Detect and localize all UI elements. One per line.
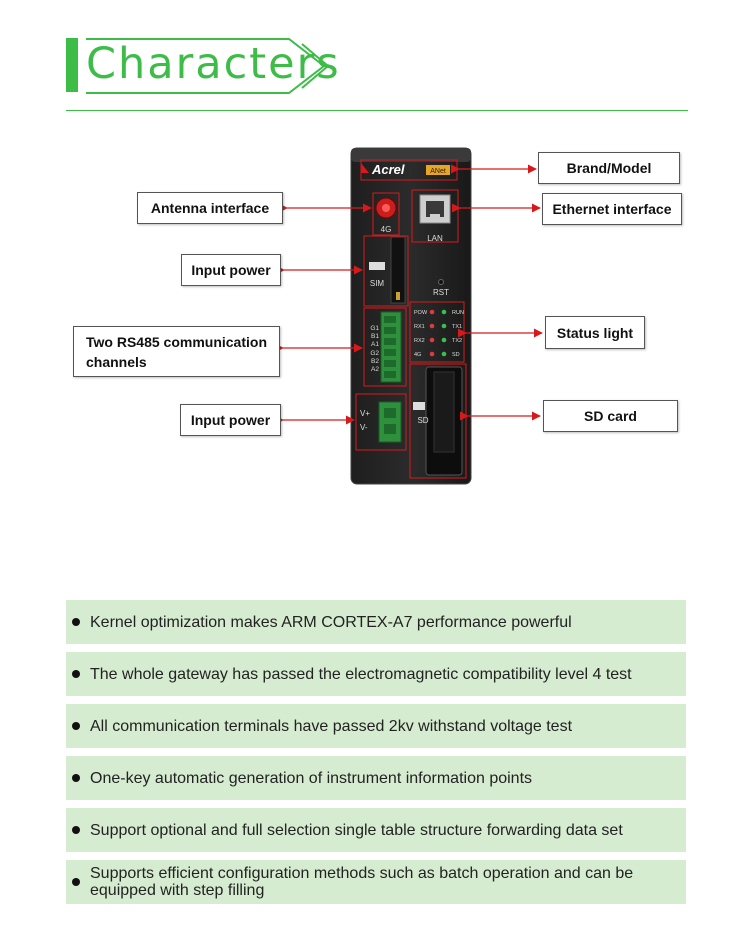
model-badge: [426, 165, 450, 175]
bullet-icon: [72, 878, 80, 886]
callout-antenna-interface: Antenna interface: [137, 192, 283, 224]
header-divider: [66, 110, 688, 111]
feature-text: The whole gateway has passed the electro…: [90, 665, 632, 683]
rs485-pin-label: A2: [371, 366, 379, 373]
feature-text: Supports efficient configuration methods…: [90, 865, 634, 899]
feature-text: All communication terminals have passed …: [90, 717, 573, 735]
feature-item: All communication terminals have passed …: [66, 704, 686, 748]
callout-rs485-channels: Two RS485 communication channels: [73, 326, 280, 377]
bullet-icon: [72, 670, 80, 678]
device-brand: Acrel: [371, 162, 405, 177]
reset-button-icon: [438, 279, 444, 285]
device-diagram: Acrel ANet 4G LAN SIM RST G1 B1 A1 G2 B2…: [274, 147, 543, 485]
led-label: POW: [414, 310, 428, 316]
sim-label: SIM: [370, 279, 385, 288]
led-label: RX2: [414, 338, 425, 344]
led-label: SD: [452, 352, 460, 358]
feature-item: Support optional and full selection sing…: [66, 808, 686, 852]
power-pin-label: V-: [360, 423, 368, 432]
device-model: ANet: [430, 168, 446, 175]
bullet-icon: [72, 774, 80, 782]
callout-rs485-line1: Two RS485 communication: [86, 333, 267, 350]
rs485-pin-label: G1: [370, 325, 379, 332]
led-label: RUN: [452, 310, 464, 316]
callout-input-power-bottom: Input power: [180, 404, 281, 436]
acrel-logo-icon: [361, 163, 369, 173]
callout-brand-model: Brand/Model: [538, 152, 680, 184]
feature-item: Kernel optimization makes ARM CORTEX-A7 …: [66, 600, 686, 644]
antenna-label: 4G: [381, 225, 392, 234]
page-title: Characters: [86, 39, 341, 89]
sim-slot: [390, 236, 406, 304]
rst-label: RST: [433, 288, 449, 297]
bullet-icon: [72, 618, 80, 626]
callout-status-light: Status light: [545, 316, 645, 349]
led-label: RX1: [414, 324, 425, 330]
callout-sd-card: SD card: [543, 400, 678, 432]
status-led-icons: [429, 309, 447, 357]
rs485-pin-label: B2: [371, 358, 379, 365]
header-arrow-frame: [86, 38, 330, 94]
feature-item: The whole gateway has passed the electro…: [66, 652, 686, 696]
callout-input-power-top: Input power: [181, 254, 281, 286]
bullet-icon: [72, 722, 80, 730]
rs485-pin-label: A1: [371, 341, 379, 348]
led-label: 4G: [414, 352, 421, 358]
feature-text: One-key automatic generation of instrume…: [90, 769, 533, 787]
callout-rs485-line2: channels: [86, 353, 147, 370]
feature-item: Supports efficient configuration methods…: [66, 860, 686, 904]
header-accent-bar: [66, 38, 78, 92]
feature-text: Support optional and full selection sing…: [90, 821, 623, 839]
callout-ethernet-interface: Ethernet interface: [542, 193, 682, 225]
feature-text: Kernel optimization makes ARM CORTEX-A7 …: [90, 613, 572, 631]
sd-label: SD: [417, 416, 428, 425]
led-label: TX2: [452, 338, 462, 344]
rs485-pin-label: G2: [370, 350, 379, 357]
lan-label: LAN: [427, 234, 443, 243]
power-pin-label: V+: [360, 409, 370, 418]
feature-item: One-key automatic generation of instrume…: [66, 756, 686, 800]
rs485-pin-label: B1: [371, 333, 379, 340]
bullet-icon: [72, 826, 80, 834]
led-label: TX1: [452, 324, 462, 330]
